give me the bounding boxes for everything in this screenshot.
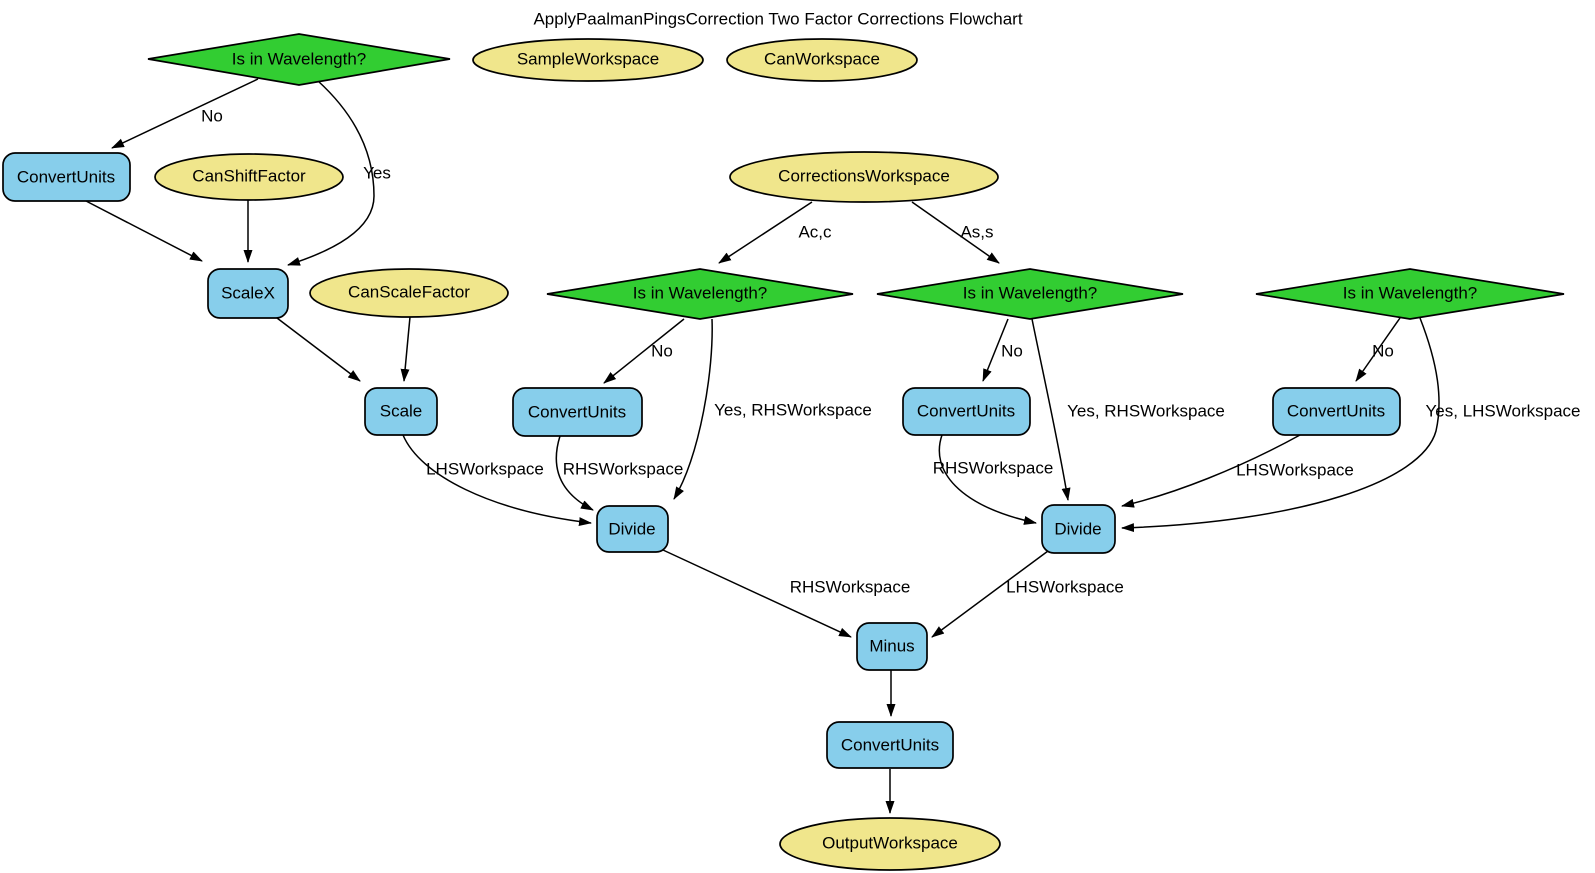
edge-divide1-to-minus bbox=[662, 549, 852, 638]
node-corrections-workspace bbox=[729, 151, 999, 203]
edge-corrections-to-decision3 bbox=[911, 201, 1000, 264]
edge-canscalefactor-to-scale bbox=[400, 316, 411, 382]
edge-label-rhsworkspace-3: RHSWorkspace bbox=[789, 577, 911, 597]
label-can-scale-factor: CanScaleFactor bbox=[348, 282, 470, 302]
label-convert-units-4: ConvertUnits bbox=[1286, 401, 1386, 421]
node-sample-workspace bbox=[472, 38, 704, 82]
edge-decision2-to-convertunits2 bbox=[603, 318, 685, 384]
label-convert-units-2: ConvertUnits bbox=[527, 402, 627, 422]
node-divide-2 bbox=[1041, 504, 1116, 554]
edge-scale-to-divide1 bbox=[402, 434, 592, 527]
node-convert-units-4 bbox=[1272, 387, 1401, 436]
edge-label-lhsworkspace-1: LHSWorkspace bbox=[426, 459, 544, 479]
label-sample-workspace: SampleWorkspace bbox=[516, 49, 660, 69]
edge-decision1-to-convertunits1 bbox=[111, 78, 259, 149]
edge-corrections-to-decision2 bbox=[718, 201, 813, 264]
edge-convertunits4-to-divide2 bbox=[1121, 434, 1301, 508]
edge-label-as-s: As,s bbox=[960, 222, 994, 242]
label-minus: Minus bbox=[869, 636, 915, 656]
edge-label-ac-c: Ac,c bbox=[798, 222, 832, 242]
node-can-workspace bbox=[726, 38, 918, 82]
node-convert-units-3 bbox=[902, 387, 1031, 436]
edge-convertunits3-to-divide2 bbox=[938, 434, 1037, 525]
label-corrections-workspace: CorrectionsWorkspace bbox=[778, 166, 950, 186]
label-output-workspace: OutputWorkspace bbox=[822, 833, 958, 853]
node-convert-units-5 bbox=[826, 721, 954, 769]
edge-decision3-yes-to-divide2 bbox=[1031, 318, 1071, 501]
edge-label-no-1: No bbox=[201, 106, 223, 126]
edge-label-yes-lhsworkspace: Yes, LHSWorkspace bbox=[1425, 401, 1581, 421]
node-decision-wavelength-2 bbox=[546, 268, 854, 320]
label-convert-units-1: ConvertUnits bbox=[16, 167, 116, 187]
edge-decision1-yes-to-scalex bbox=[287, 80, 375, 266]
edge-decision4-yes-to-divide2 bbox=[1121, 317, 1440, 533]
edge-label-rhsworkspace-2: RHSWorkspace bbox=[932, 458, 1054, 478]
edge-convertunits2-to-divide1 bbox=[555, 435, 594, 511]
label-scale: Scale bbox=[379, 401, 423, 421]
node-decision-wavelength-4 bbox=[1255, 268, 1565, 320]
node-scale-x bbox=[207, 268, 289, 319]
label-decision-1: Is in Wavelength? bbox=[231, 49, 367, 69]
node-decision-wavelength-3 bbox=[876, 268, 1184, 320]
edge-decision3-to-convertunits3 bbox=[982, 318, 1009, 382]
node-minus bbox=[856, 622, 928, 671]
node-can-shift-factor bbox=[154, 153, 344, 201]
node-group bbox=[2, 33, 1565, 871]
edge-label-yes-rhsworkspace-2: Yes, RHSWorkspace bbox=[1067, 401, 1225, 421]
edge-group bbox=[85, 78, 1440, 814]
edge-label-no-2: No bbox=[651, 341, 673, 361]
node-decision-wavelength-1 bbox=[147, 33, 451, 86]
edge-label-no-4: No bbox=[1372, 341, 1394, 361]
edge-decision4-to-convertunits4 bbox=[1355, 317, 1401, 382]
edge-convertunits1-to-scalex bbox=[85, 200, 203, 262]
node-convert-units-2 bbox=[512, 387, 643, 437]
label-decision-3: Is in Wavelength? bbox=[962, 283, 1098, 303]
node-output-workspace bbox=[779, 817, 1001, 871]
node-divide-1 bbox=[596, 505, 669, 553]
label-divide-2: Divide bbox=[1054, 519, 1102, 539]
node-convert-units-1 bbox=[2, 152, 131, 202]
edge-label-no-3: No bbox=[1001, 341, 1023, 361]
label-scale-x: ScaleX bbox=[221, 283, 275, 303]
edge-label-rhsworkspace-1: RHSWorkspace bbox=[562, 459, 684, 479]
edge-label-lhsworkspace-3: LHSWorkspace bbox=[1006, 577, 1124, 597]
label-divide-1: Divide bbox=[608, 519, 656, 539]
label-decision-4: Is in Wavelength? bbox=[1342, 283, 1478, 303]
label-can-workspace: CanWorkspace bbox=[764, 49, 880, 69]
edge-label-lhsworkspace-2: LHSWorkspace bbox=[1236, 460, 1354, 480]
edge-scalex-to-scale bbox=[276, 317, 361, 382]
edge-label-yes-rhsworkspace-1: Yes, RHSWorkspace bbox=[714, 400, 872, 420]
node-scale bbox=[364, 387, 438, 436]
edge-decision2-yes-to-divide1 bbox=[673, 318, 713, 500]
label-can-shift-factor: CanShiftFactor bbox=[192, 166, 306, 186]
edge-label-yes-1: Yes bbox=[363, 163, 391, 183]
flowchart-title: ApplyPaalmanPingsCorrection Two Factor C… bbox=[533, 9, 1023, 29]
edge-divide2-to-minus bbox=[931, 550, 1049, 638]
label-convert-units-5: ConvertUnits bbox=[840, 735, 940, 755]
label-decision-2: Is in Wavelength? bbox=[632, 283, 768, 303]
node-can-scale-factor bbox=[309, 268, 509, 318]
label-convert-units-3: ConvertUnits bbox=[916, 401, 1016, 421]
